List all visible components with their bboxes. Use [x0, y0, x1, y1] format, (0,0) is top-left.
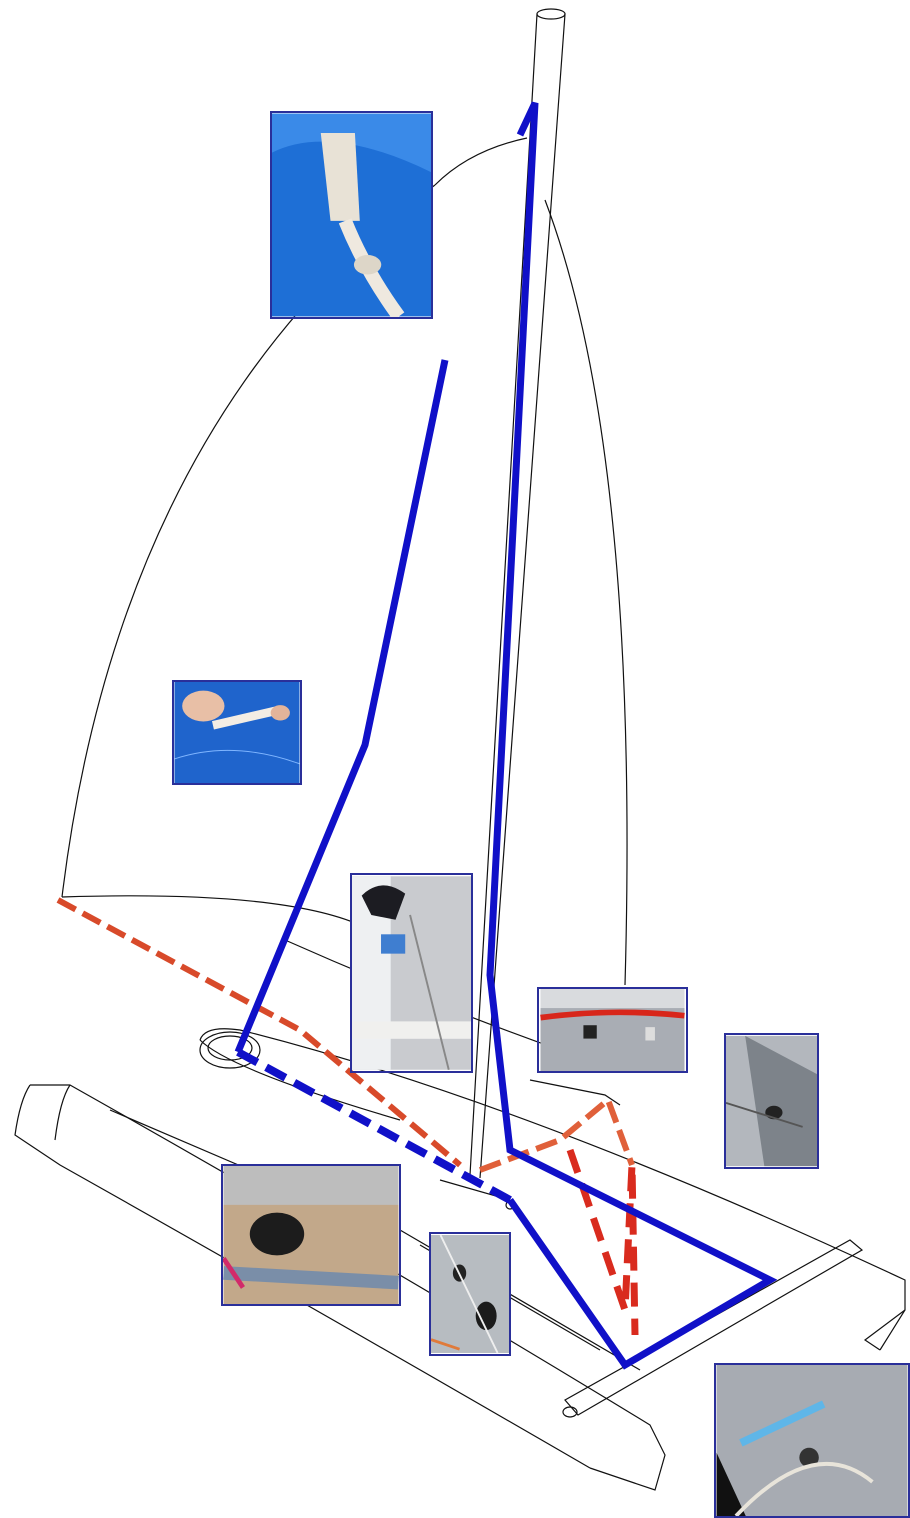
- boom-control-line: [56, 897, 462, 1168]
- sail-head-knot-inset: [270, 111, 433, 319]
- hull-block-inset: [724, 1033, 819, 1169]
- pulley-photo: [223, 1166, 399, 1304]
- deck-pulley-inset: [221, 1164, 401, 1306]
- halyard-dashed-line: [236, 1048, 512, 1204]
- red-control-line: [566, 1148, 639, 1336]
- left-hull-bottom: [14, 1084, 591, 1469]
- eyelet-photo: [431, 1234, 509, 1354]
- red-line-photo: [540, 989, 685, 1071]
- jib-leech: [544, 199, 628, 986]
- main-halyard-line: [234, 359, 449, 1054]
- halyard-line: [486, 101, 778, 1370]
- block-photo: [726, 1035, 817, 1167]
- hand-tying-photo: [174, 682, 300, 783]
- blue-rope-photo: [716, 1365, 908, 1516]
- cleat-photo: [352, 876, 471, 1070]
- bow-ring: [199, 1031, 261, 1069]
- tramp-eyelet-inset: [429, 1232, 511, 1356]
- jib-head: [434, 137, 528, 186]
- rope-knot-photo: [272, 113, 431, 317]
- boom-red-line-inset: [537, 987, 688, 1073]
- right-hull: [199, 1028, 906, 1351]
- mast-top: [536, 8, 566, 20]
- mast-cleat-inset: [350, 873, 473, 1073]
- rear-beam: [564, 1239, 864, 1416]
- blue-rope-cleat-inset: [714, 1363, 910, 1518]
- sail-tack-tie-inset: [172, 680, 302, 785]
- mainsail-foot: [61, 895, 361, 926]
